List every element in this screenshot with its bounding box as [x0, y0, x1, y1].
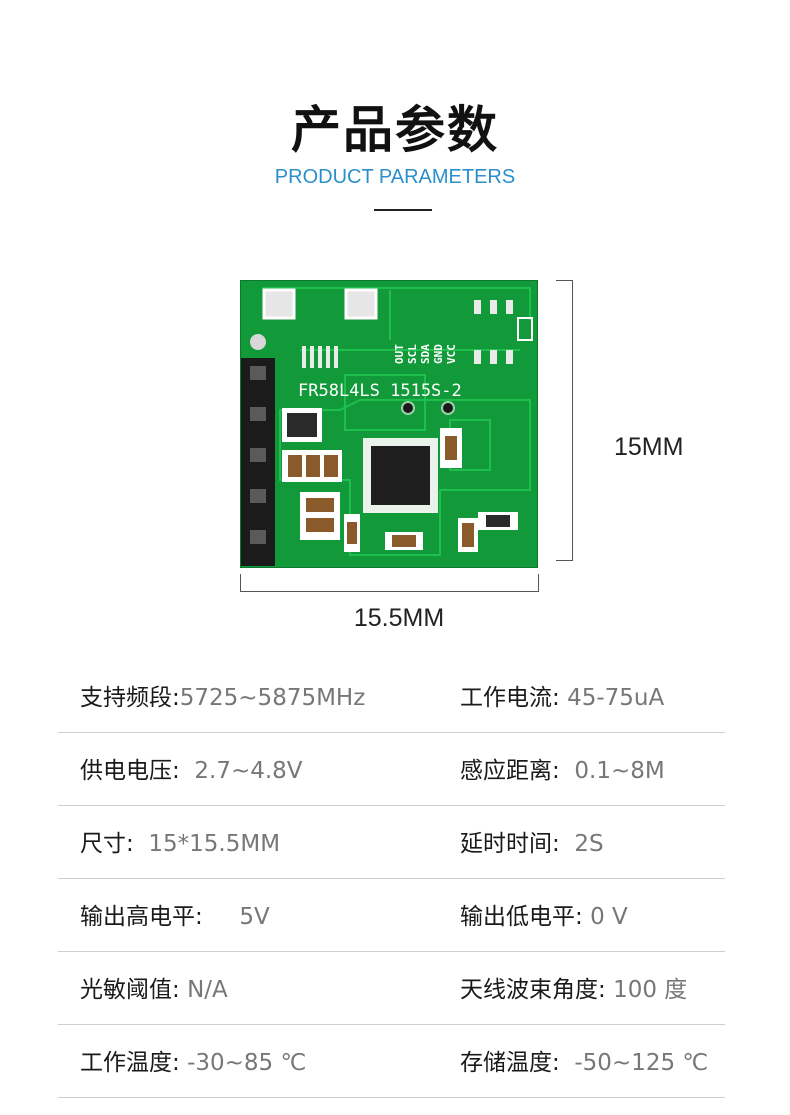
- param-row: 支持频段:5725~5875MHz 工作电流: 45-75uA: [58, 660, 725, 733]
- pin-label-out: OUT: [393, 344, 406, 364]
- height-dimension-label: 15MM: [614, 433, 684, 461]
- param-row: 尺寸: 15*15.5MM 延时时间: 2S: [58, 806, 725, 879]
- width-dimension-line: [240, 591, 539, 592]
- param-value: 100 度: [613, 977, 688, 1003]
- param-value: 0.1~8M: [574, 758, 665, 784]
- param-label: 天线波束角度:: [460, 977, 606, 1003]
- param-value: 5725~5875MHz: [179, 685, 366, 711]
- param-cell: 支持频段:5725~5875MHz: [80, 660, 365, 732]
- pin-label-gnd: GND: [432, 344, 445, 364]
- width-dimension-tick-right: [538, 574, 539, 592]
- param-label: 输出高电平:: [80, 904, 203, 930]
- param-cell: 存储温度: -50~125 ℃: [460, 1025, 708, 1097]
- parameter-table: 支持频段:5725~5875MHz 工作电流: 45-75uA 供电电压: 2.…: [58, 660, 725, 1098]
- pcb-silk-label: FR58L4LS 1515S-2: [298, 381, 462, 401]
- param-row: 输出高电平: 5V 输出低电平: 0 V: [58, 879, 725, 952]
- param-cell: 尺寸: 15*15.5MM: [80, 806, 280, 878]
- width-dimension-label: 15.5MM: [353, 604, 445, 632]
- pin-label-scl: SCL: [406, 344, 419, 364]
- pin-label-vcc: VCC: [445, 344, 458, 364]
- param-row: 工作温度: -30~85 ℃ 存储温度: -50~125 ℃: [58, 1025, 725, 1098]
- param-label: 支持频段:: [80, 685, 180, 711]
- param-cell: 天线波束角度: 100 度: [460, 952, 687, 1024]
- param-value: 2S: [574, 831, 604, 857]
- param-label: 光敏阈值:: [80, 977, 180, 1003]
- param-cell: 输出高电平: 5V: [80, 879, 270, 951]
- param-row: 供电电压: 2.7~4.8V 感应距离: 0.1~8M: [58, 733, 725, 806]
- param-label: 工作温度:: [80, 1050, 180, 1076]
- title-divider: [374, 209, 432, 211]
- param-value: 15*15.5MM: [148, 831, 281, 857]
- param-label: 供电电压:: [80, 758, 180, 784]
- pin-label-sda: SDA: [419, 344, 432, 364]
- height-dimension-line: [572, 280, 573, 561]
- param-label: 工作电流:: [460, 685, 560, 711]
- param-label: 尺寸:: [80, 831, 134, 857]
- param-cell: 工作温度: -30~85 ℃: [80, 1025, 306, 1097]
- param-value: 5V: [239, 904, 270, 930]
- param-cell: 工作电流: 45-75uA: [460, 660, 664, 732]
- param-cell: 延时时间: 2S: [460, 806, 604, 878]
- param-value: 2.7~4.8V: [194, 758, 303, 784]
- param-value: 0 V: [590, 904, 628, 930]
- width-dimension-tick-left: [240, 574, 241, 592]
- param-label: 输出低电平:: [460, 904, 583, 930]
- param-cell: 感应距离: 0.1~8M: [460, 733, 665, 805]
- param-cell: 光敏阈值: N/A: [80, 952, 228, 1024]
- pcb-module-image: OUT SCL SDA GND VCC FR58L4LS 1515S-2: [240, 280, 538, 568]
- param-label: 感应距离:: [460, 758, 560, 784]
- height-dimension-tick-top: [556, 280, 573, 281]
- param-cell: 供电电压: 2.7~4.8V: [80, 733, 303, 805]
- param-label: 存储温度:: [460, 1050, 560, 1076]
- param-value: 45-75uA: [567, 685, 665, 711]
- param-value: -30~85 ℃: [187, 1050, 307, 1076]
- page-title: 产品参数: [291, 101, 499, 159]
- param-cell: 输出低电平: 0 V: [460, 879, 628, 951]
- param-row: 光敏阈值: N/A 天线波束角度: 100 度: [58, 952, 725, 1025]
- param-value: N/A: [187, 977, 228, 1003]
- param-label: 延时时间:: [460, 831, 560, 857]
- param-value: -50~125 ℃: [574, 1050, 709, 1076]
- height-dimension-tick-bottom: [556, 560, 573, 561]
- page-subtitle: PRODUCT PARAMETERS: [274, 166, 516, 188]
